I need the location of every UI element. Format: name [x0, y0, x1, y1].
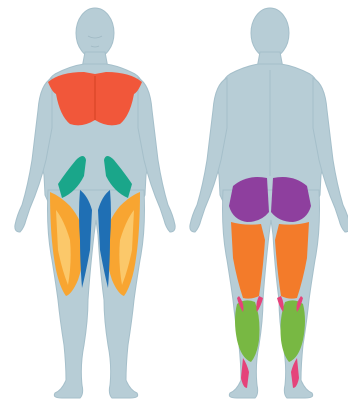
calf-left: [235, 300, 260, 362]
back-body-silhouette: [190, 8, 348, 398]
back-figure: [190, 8, 348, 398]
front-body-silhouette: [15, 8, 175, 398]
front-figure: [15, 8, 175, 398]
